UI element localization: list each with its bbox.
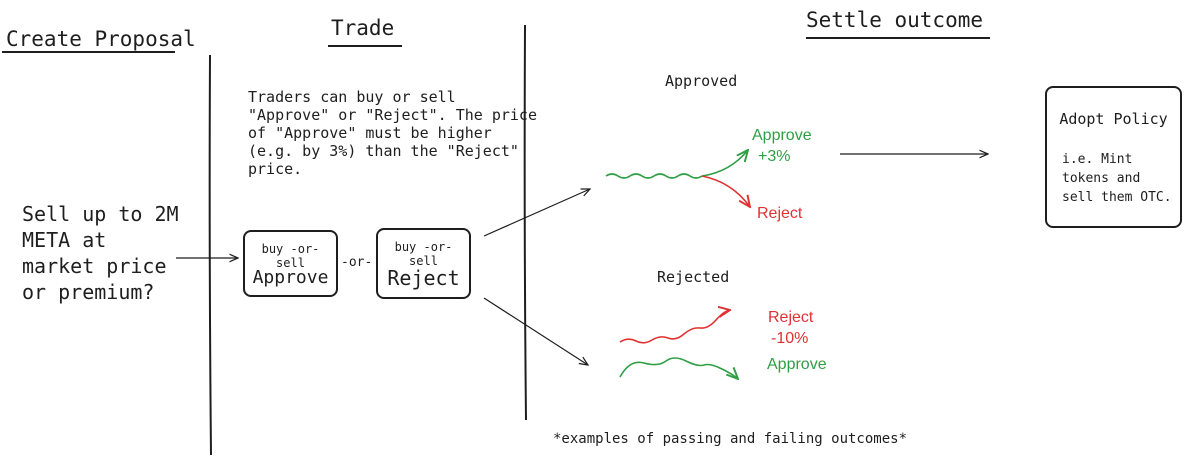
heading-settle-outcome: Settle outcome xyxy=(806,8,984,32)
trade-note-line: (e.g. by 3%) than the "Reject" xyxy=(248,142,519,160)
reject-box-sub: buy -or- sell xyxy=(394,240,453,268)
approved-reject-branch xyxy=(701,175,750,207)
proposal-line: META at xyxy=(22,228,107,252)
approved-squiggle xyxy=(605,173,703,179)
proposal-line: Sell up to 2M xyxy=(22,202,179,226)
rejected-approve-label: Approve xyxy=(767,356,827,373)
rejected-reject-squiggle xyxy=(619,310,730,344)
approve-box[interactable]: buy -or- sell Approve xyxy=(243,230,338,297)
arrow-to-approved xyxy=(483,189,590,237)
rejected-case-label: Rejected xyxy=(657,268,730,286)
arrow-to-rejected xyxy=(483,297,588,365)
rejected-reject-value: -10% xyxy=(771,330,809,347)
reject-box[interactable]: buy -or- sell Reject xyxy=(376,228,471,299)
divider-right xyxy=(523,24,527,421)
approve-box-label: Approve xyxy=(252,267,329,288)
approved-reject-label: Reject xyxy=(757,205,803,222)
proposal-line: market price xyxy=(22,254,167,278)
policy-body-line: tokens and xyxy=(1062,171,1141,186)
trade-note-line: price. xyxy=(248,160,303,178)
approved-approve-value: +3% xyxy=(758,148,791,165)
heading-create-proposal: Create Proposal xyxy=(6,27,196,51)
rejected-approve-squiggle xyxy=(619,357,738,379)
reject-box-label: Reject xyxy=(387,266,460,290)
policy-box[interactable]: Adopt Policy i.e. Mint tokens and sell t… xyxy=(1045,86,1182,228)
trade-note-line: Traders can buy or sell xyxy=(248,88,456,106)
trade-note: Traders can buy or sell "Approve" or "Re… xyxy=(248,88,537,178)
approved-approve-label: Approve xyxy=(752,127,812,144)
trade-note-line: of "Approve" must be higher xyxy=(248,124,492,142)
policy-body: i.e. Mint tokens and sell them OTC. xyxy=(1062,150,1172,207)
policy-title: Adopt Policy xyxy=(1059,110,1168,128)
rejected-reject-label: Reject xyxy=(768,309,814,326)
policy-body-line: sell them OTC. xyxy=(1062,190,1172,205)
footnote: *examples of passing and failing outcome… xyxy=(553,431,908,447)
divider-left xyxy=(208,54,212,456)
approved-approve-branch xyxy=(701,150,748,177)
approve-box-sub: buy -or- sell xyxy=(261,242,320,270)
or-label: -or- xyxy=(341,255,373,270)
proposal-text: Sell up to 2M META at market price or pr… xyxy=(22,201,179,305)
heading-trade: Trade xyxy=(331,16,395,40)
trade-note-line: "Approve" or "Reject". The price xyxy=(248,106,537,124)
policy-body-line: i.e. Mint xyxy=(1062,152,1133,167)
proposal-line: or premium? xyxy=(22,280,155,304)
approved-case-label: Approved xyxy=(665,72,738,90)
